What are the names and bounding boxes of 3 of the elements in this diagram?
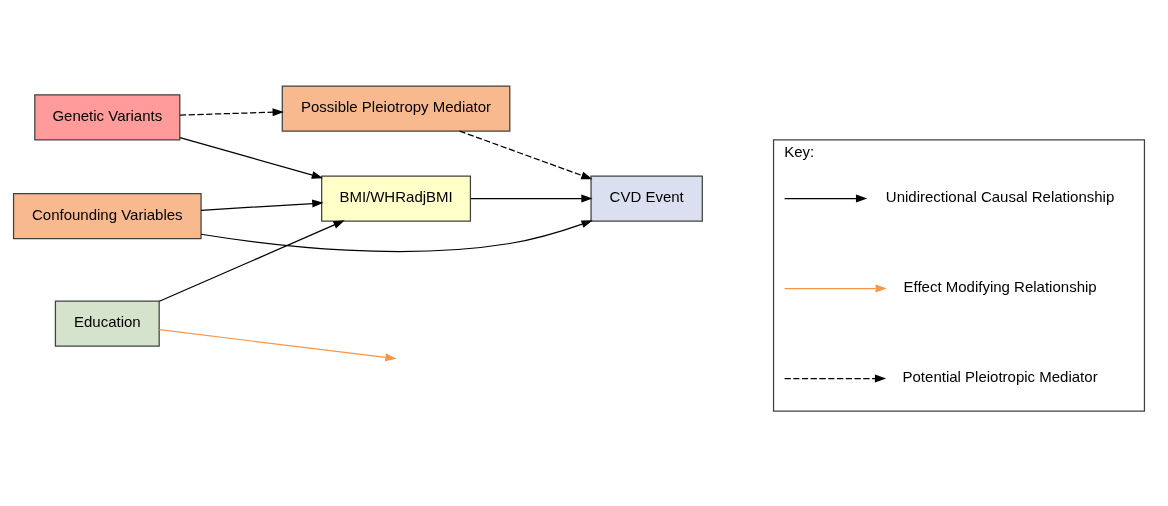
legend-label: Potential Pleiotropic Mediator bbox=[902, 367, 1098, 385]
legend-label: Unidirectional Causal Relationship bbox=[885, 187, 1115, 205]
legend-label: Effect Modifying Relationship bbox=[903, 277, 1097, 295]
